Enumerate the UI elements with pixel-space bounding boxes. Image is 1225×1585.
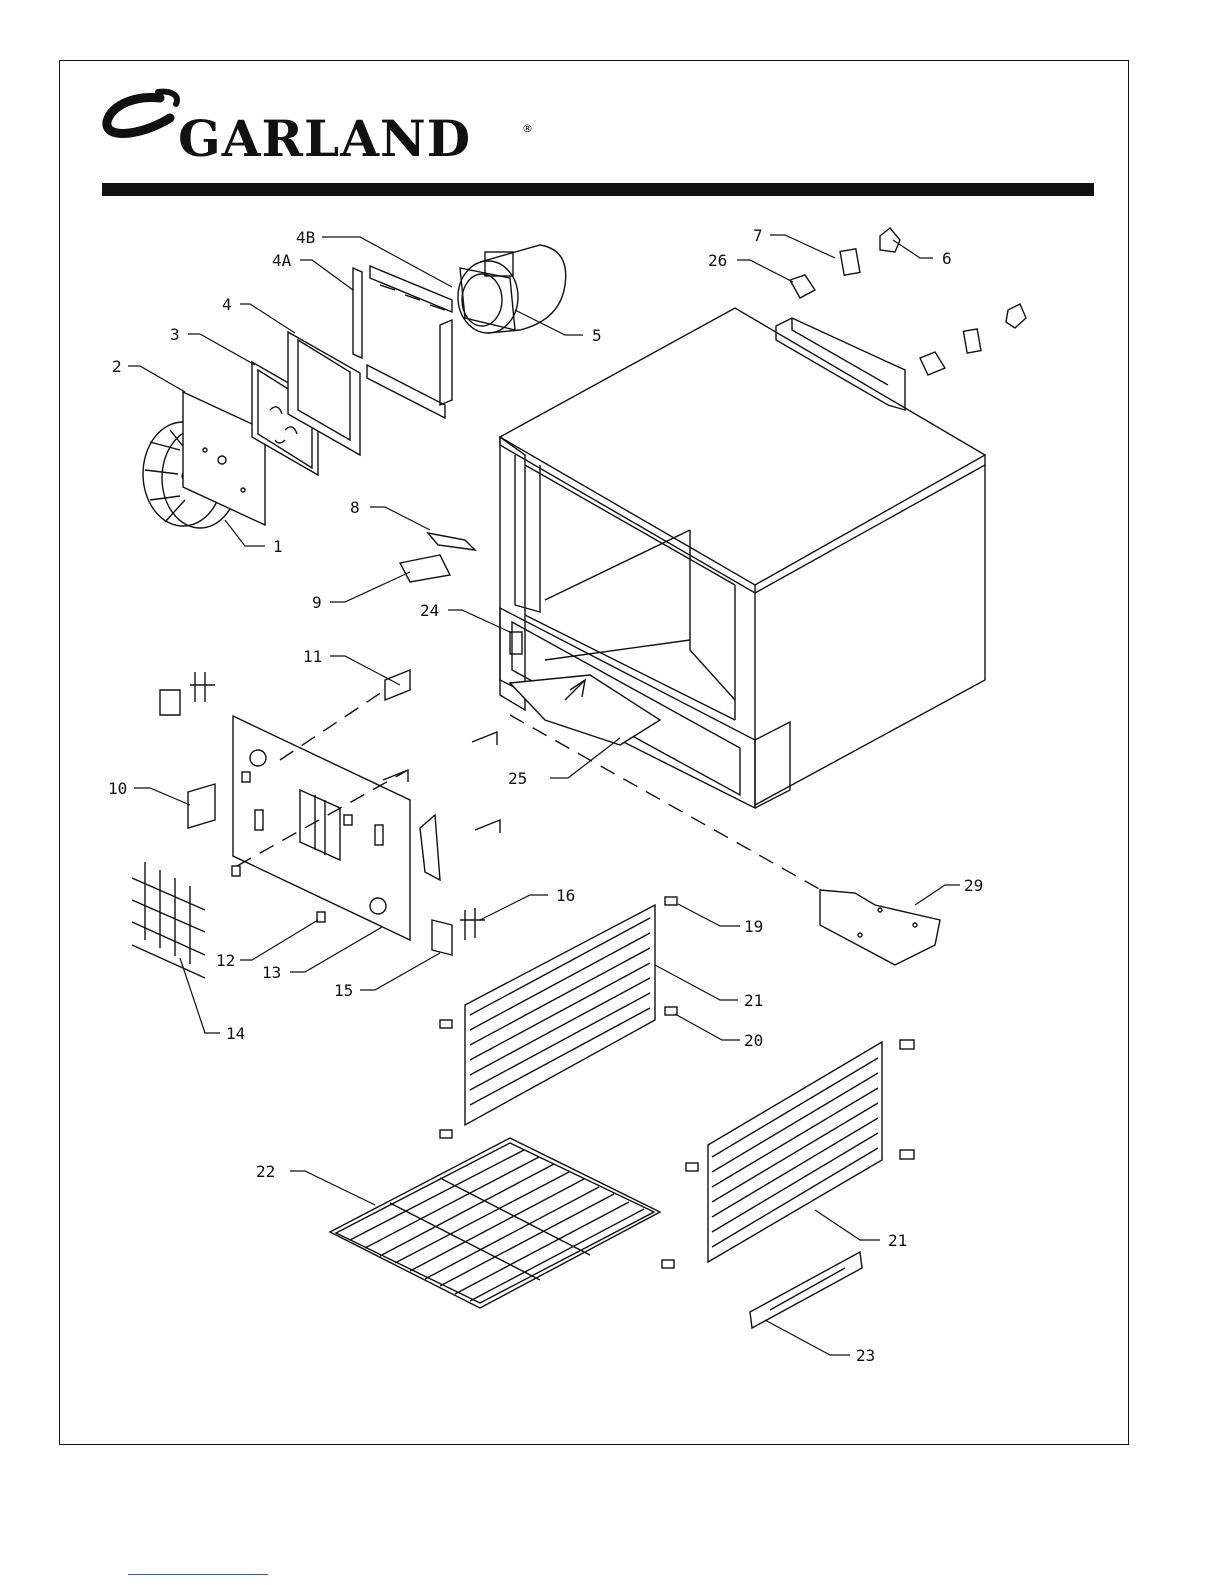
callout-16: 16 — [556, 886, 575, 905]
motor-part — [458, 245, 566, 333]
callout-2: 2 — [112, 357, 122, 376]
callout-6: 6 — [942, 249, 952, 268]
callout-4a: 4A — [272, 251, 292, 270]
bottom-link-underline[interactable] — [128, 1574, 268, 1575]
callout-15: 15 — [334, 981, 353, 1000]
callout-19: 19 — [744, 917, 763, 936]
callout-9: 9 — [312, 593, 322, 612]
callout-20: 20 — [744, 1031, 763, 1050]
callout-5: 5 — [592, 326, 602, 345]
bracket-4b — [367, 266, 452, 418]
callout-24: 24 — [420, 601, 439, 620]
callout-14: 14 — [226, 1024, 245, 1043]
bracket-4a — [353, 268, 362, 358]
callout-8: 8 — [350, 498, 360, 517]
callout-13: 13 — [262, 963, 281, 982]
baffle-panel-13 — [233, 716, 410, 940]
part-8-9 — [400, 533, 475, 582]
callout-4b: 4B — [296, 228, 315, 247]
callout-21-lower: 21 — [888, 1231, 907, 1250]
callout-25: 25 — [508, 769, 527, 788]
rack-strip-23 — [750, 1252, 862, 1328]
callout-11: 11 — [303, 647, 322, 666]
callout-23: 23 — [856, 1346, 875, 1365]
callout-12: 12 — [216, 951, 235, 970]
callout-21-upper: 21 — [744, 991, 763, 1010]
callout-22: 22 — [256, 1162, 275, 1181]
oven-rack-22 — [330, 1138, 660, 1308]
oven-cabinet — [500, 308, 985, 808]
callout-26: 26 — [708, 251, 727, 270]
wire-grid-14 — [132, 862, 205, 978]
deflector-25 — [510, 675, 660, 745]
callout-10: 10 — [108, 779, 127, 798]
callout-1: 1 — [273, 537, 283, 556]
bracket-29 — [820, 890, 940, 965]
callout-29: 29 — [964, 876, 983, 895]
callout-7: 7 — [753, 226, 763, 245]
callout-4: 4 — [222, 295, 232, 314]
callout-3: 3 — [170, 325, 180, 344]
rack-side-right-21 — [662, 1040, 914, 1268]
